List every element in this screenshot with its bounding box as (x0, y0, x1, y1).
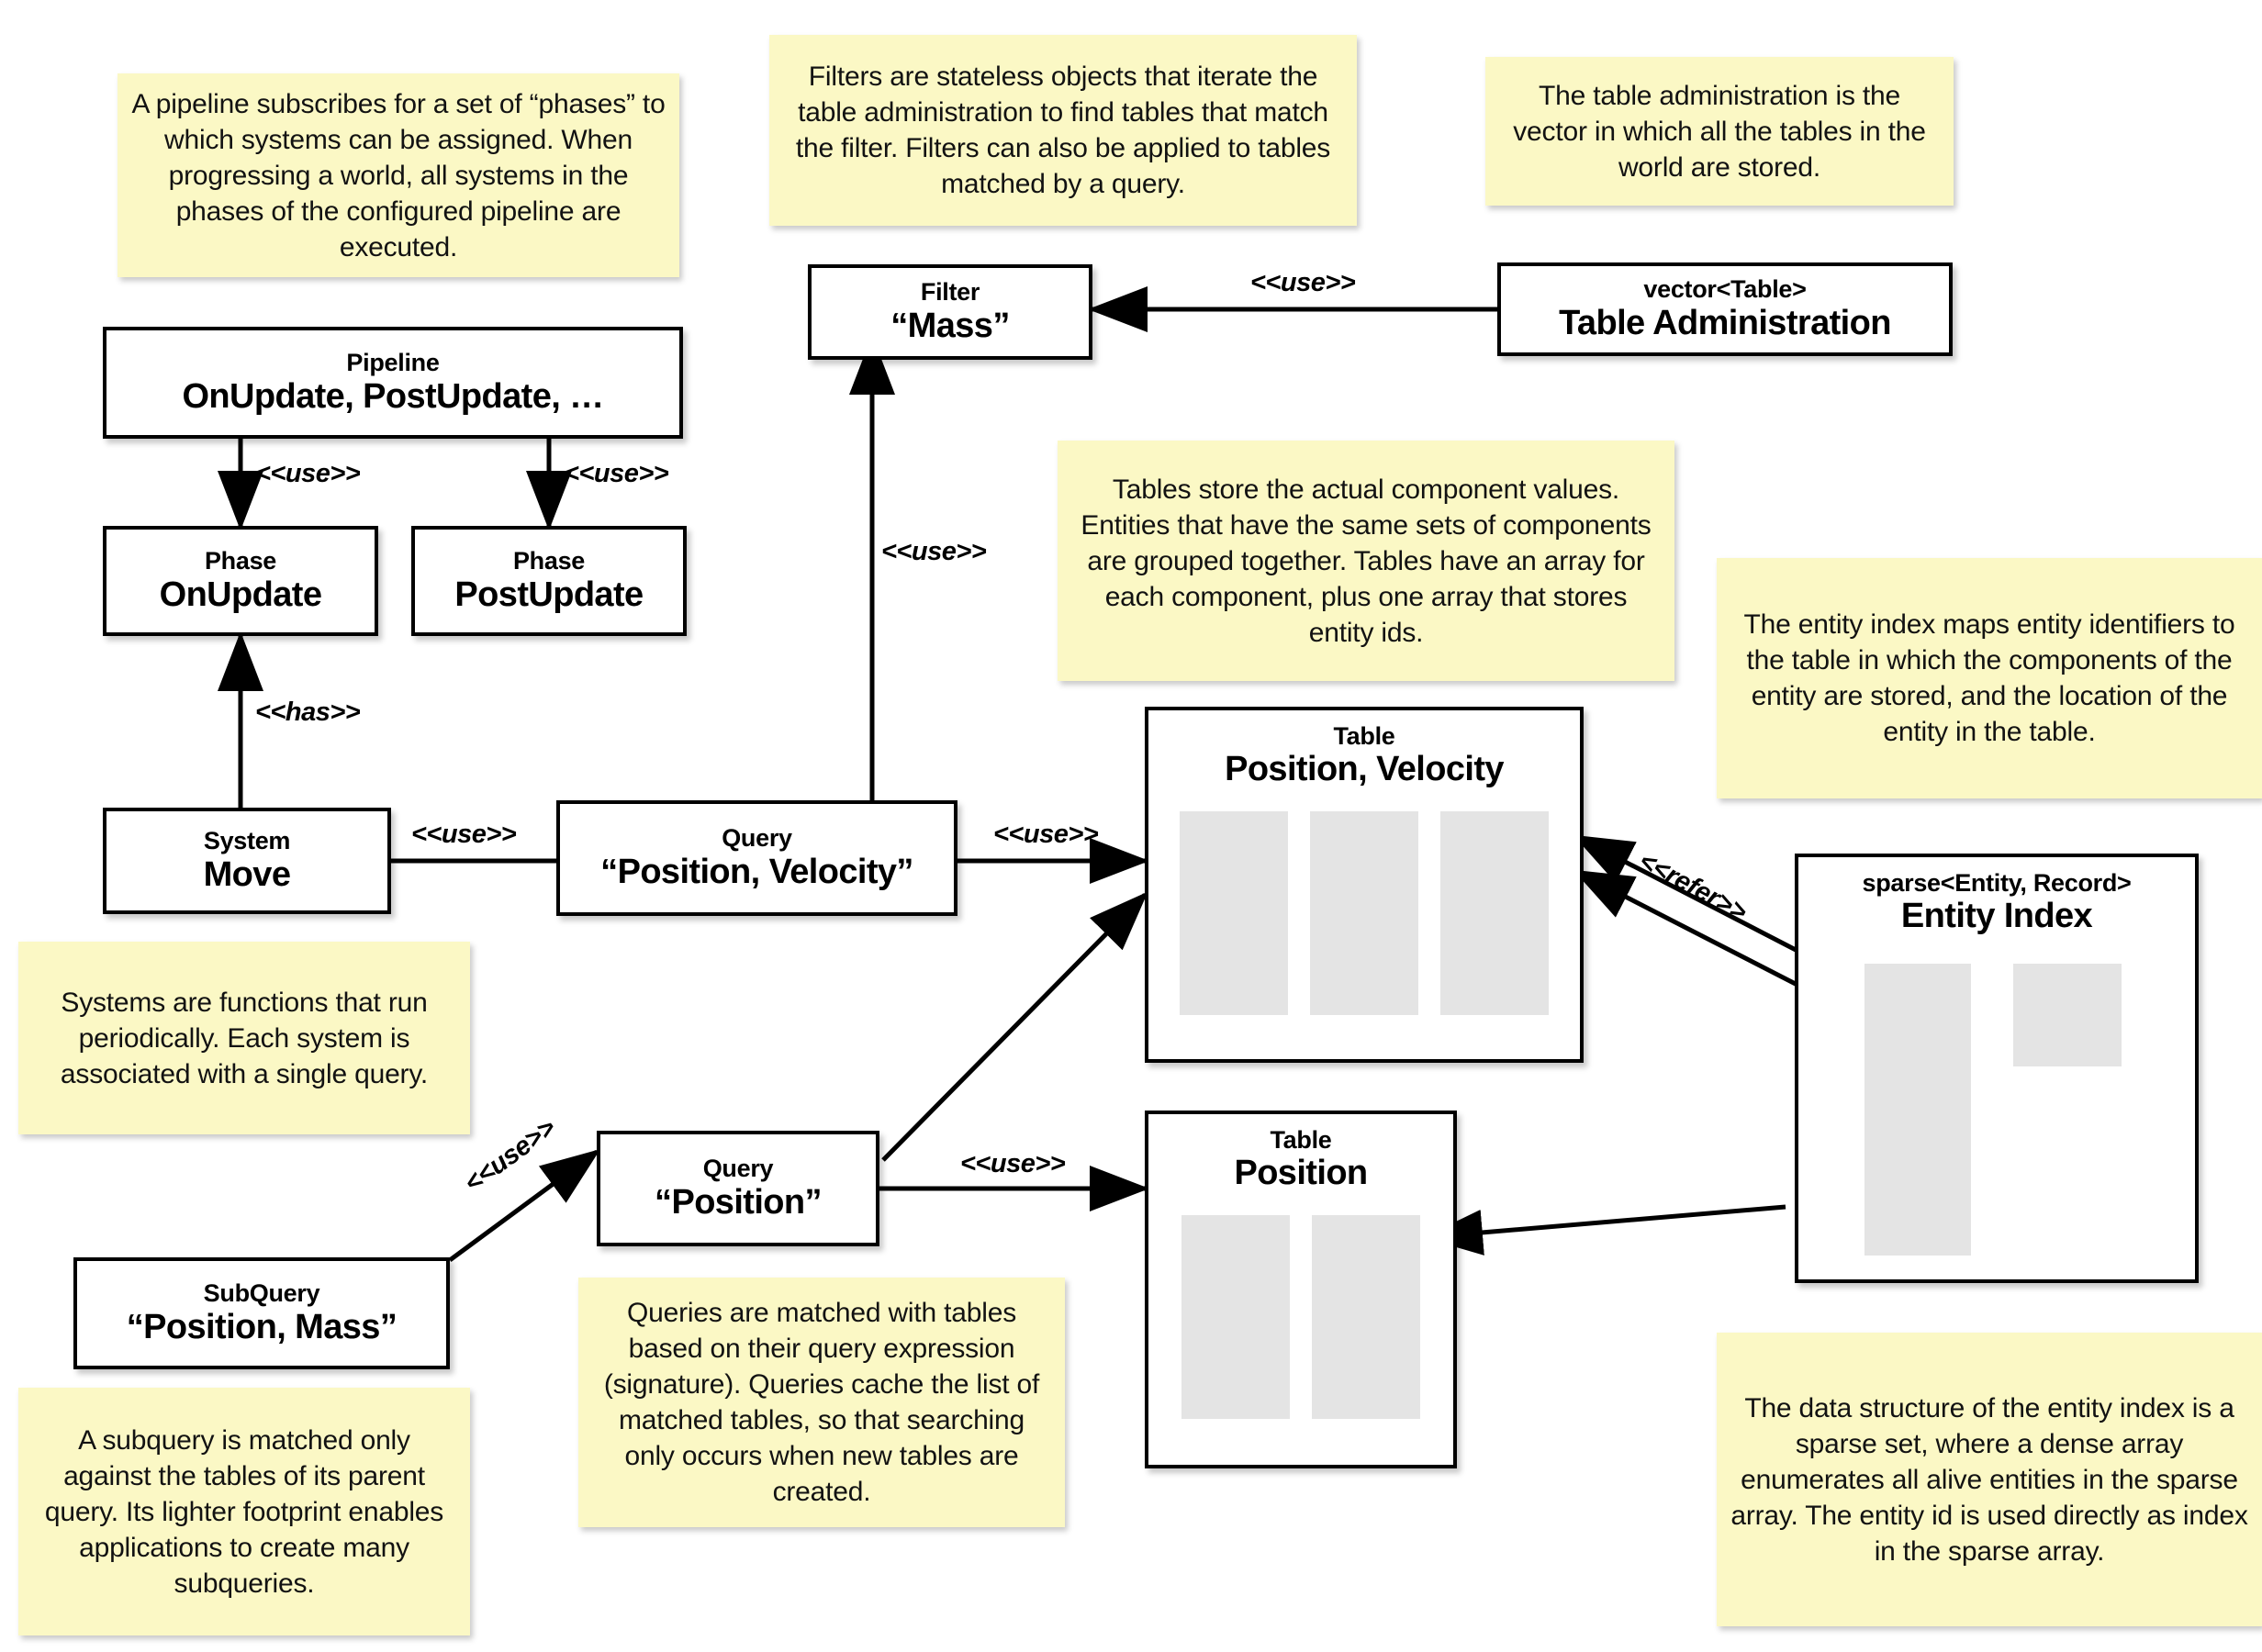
edge-label-subquery-use-query: <<use>> (459, 1112, 562, 1199)
note-queries-text: Queries are matched with tables based on… (603, 1298, 1040, 1507)
box-query-position[interactable]: Query “Position” (597, 1131, 879, 1246)
box-filter-title: “Mass” (890, 306, 1010, 345)
edge-label-queryp-use-table-p: <<use>> (960, 1149, 1066, 1178)
entity-index-dense-array (2013, 964, 2122, 1066)
note-subquery-text: A subquery is matched only against the t… (44, 1424, 444, 1599)
edge-entityindex-to-tablep (1423, 1204, 1786, 1256)
note-pipeline-text: A pipeline subscribes for a set of “phas… (131, 88, 666, 262)
note-sparse-text: The data structure of the entity index i… (1730, 1392, 2248, 1567)
box-entity-index[interactable]: sparse<Entity, Record> Entity Index (1795, 854, 2199, 1283)
table-pv-column-position (1310, 811, 1418, 1015)
box-filter-mass[interactable]: Filter “Mass” (808, 264, 1092, 360)
note-filter-text: Filters are stateless objects that itera… (795, 61, 1331, 199)
entity-index-sparse-array (1864, 964, 1971, 1256)
note-sparse: The data structure of the entity index i… (1717, 1333, 2262, 1626)
box-system-move-title: Move (203, 854, 291, 894)
table-p-column-position (1312, 1215, 1420, 1419)
box-query-position-velocity[interactable]: Query “Position, Velocity” (556, 800, 957, 916)
edge-label-system-has-phase: <<has>> (255, 698, 361, 727)
box-phase-postupdate-title: PostUpdate (454, 575, 644, 614)
box-filter-stereotype: Filter (920, 278, 980, 307)
box-pipeline[interactable]: Pipeline OnUpdate, PostUpdate, … (103, 327, 683, 439)
edge-label-system-use-query: <<use>> (411, 820, 517, 849)
note-tables: Tables store the actual component values… (1058, 441, 1674, 681)
edge-label-tableadmin-use-filter: <<use>> (1250, 268, 1356, 297)
box-table-admin-title: Table Administration (1559, 303, 1891, 342)
box-table-administration[interactable]: vector<Table> Table Administration (1497, 262, 1953, 356)
box-table-admin-stereotype: vector<Table> (1643, 275, 1807, 304)
note-table-admin-text: The table administration is the vector i… (1513, 80, 1926, 183)
box-pipeline-stereotype: Pipeline (346, 349, 440, 377)
box-pipeline-title: OnUpdate, PostUpdate, … (182, 376, 604, 416)
box-table-position[interactable]: Table Position (1145, 1111, 1457, 1468)
box-phase-postupdate[interactable]: Phase PostUpdate (411, 526, 687, 636)
box-table-p-title: Position (1234, 1154, 1368, 1193)
box-query-pv-title: “Position, Velocity” (600, 852, 913, 891)
edge-label-query-use-table-pv: <<use>> (993, 820, 1099, 849)
box-query-p-title: “Position” (655, 1182, 822, 1222)
table-p-columns (1172, 1215, 1429, 1419)
note-table-admin: The table administration is the vector i… (1485, 57, 1954, 206)
box-system-move-stereotype: System (203, 827, 291, 855)
table-pv-column-entity (1180, 811, 1288, 1015)
box-table-pv-stereotype: Table (1333, 722, 1395, 750)
box-query-pv-stereotype: Query (722, 824, 792, 853)
edge-queryp-to-tablepv (881, 891, 1148, 1162)
box-subquery-title: “Position, Mass” (126, 1307, 398, 1346)
box-phase-onupdate[interactable]: Phase OnUpdate (103, 526, 378, 636)
note-filter: Filters are stateless objects that itera… (769, 35, 1357, 226)
box-entity-index-stereotype: sparse<Entity, Record> (1862, 869, 2132, 897)
note-entity-index: The entity index maps entity identifiers… (1717, 558, 2262, 798)
box-phase-onupdate-stereotype: Phase (204, 547, 277, 575)
note-systems: Systems are functions that run periodica… (18, 942, 470, 1134)
edge-label-entityindex-refer: <<refer>> (1633, 846, 1752, 928)
box-query-p-stereotype: Query (702, 1155, 774, 1183)
note-queries: Queries are matched with tables based on… (578, 1278, 1065, 1527)
edge-label-pipeline-onupdate: <<use>> (255, 459, 361, 488)
box-table-p-stereotype: Table (1270, 1126, 1332, 1154)
note-subquery: A subquery is matched only against the t… (18, 1388, 470, 1635)
note-systems-text: Systems are functions that run periodica… (60, 987, 429, 1089)
note-pipeline: A pipeline subscribes for a set of “phas… (118, 73, 679, 277)
box-table-pv-title: Position, Velocity (1225, 750, 1504, 789)
box-system-move[interactable]: System Move (103, 808, 391, 914)
table-pv-column-velocity (1440, 811, 1549, 1015)
box-subquery-position-mass[interactable]: SubQuery “Position, Mass” (73, 1257, 450, 1369)
box-entity-index-title: Entity Index (1900, 897, 2093, 936)
note-tables-text: Tables store the actual component values… (1081, 474, 1652, 648)
table-p-column-entity (1181, 1215, 1290, 1419)
table-pv-columns (1172, 811, 1556, 1015)
edge-label-query-use-filter: <<use>> (881, 537, 987, 566)
box-subquery-stereotype: SubQuery (203, 1279, 320, 1308)
box-phase-postupdate-stereotype: Phase (512, 547, 586, 575)
box-phase-onupdate-title: OnUpdate (159, 575, 322, 614)
edge-label-pipeline-postupdate: <<use>> (564, 459, 669, 488)
box-table-position-velocity[interactable]: Table Position, Velocity (1145, 707, 1584, 1063)
note-entity-index-text: The entity index maps entity identifiers… (1743, 609, 2235, 747)
